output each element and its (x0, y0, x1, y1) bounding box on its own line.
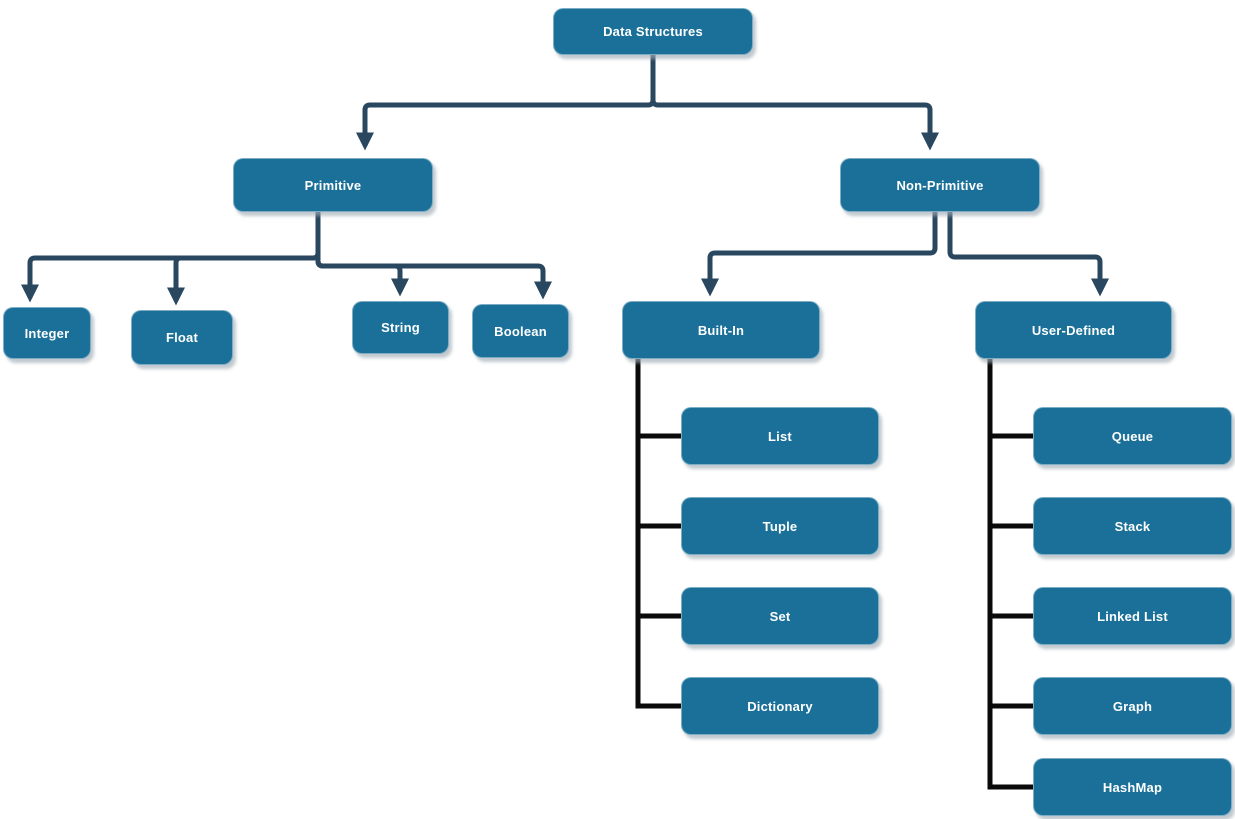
edges-userdefined-children (987, 355, 1036, 790)
node-integer: Integer (3, 307, 91, 359)
edge-root-primitive (356, 55, 656, 151)
node-string: String (352, 301, 449, 354)
edge-nonprimitive-userdefined (947, 212, 1109, 297)
edge-primitive-float (167, 212, 321, 306)
node-user-defined: User-Defined (975, 301, 1172, 359)
node-list: List (681, 407, 879, 465)
edge-primitive-string (315, 212, 409, 297)
node-linked-list: Linked List (1033, 587, 1232, 645)
node-graph: Graph (1033, 677, 1232, 735)
edge-nonprimitive-builtin (701, 212, 938, 297)
node-stack: Stack (1033, 497, 1232, 555)
edges-builtin-children (635, 355, 684, 709)
node-primitive: Primitive (233, 158, 433, 212)
edge-primitive-integer (21, 212, 321, 303)
node-queue: Queue (1033, 407, 1232, 465)
node-dictionary: Dictionary (681, 677, 879, 735)
node-built-in: Built-In (622, 301, 820, 359)
node-data-structures: Data Structures (553, 8, 753, 55)
node-non-primitive: Non-Primitive (840, 158, 1040, 212)
edge-root-nonprimitive (650, 55, 939, 151)
node-boolean: Boolean (472, 304, 569, 358)
node-hashmap: HashMap (1033, 758, 1232, 816)
edge-primitive-boolean (315, 212, 552, 300)
node-tuple: Tuple (681, 497, 879, 555)
node-float: Float (131, 310, 233, 365)
node-set: Set (681, 587, 879, 645)
